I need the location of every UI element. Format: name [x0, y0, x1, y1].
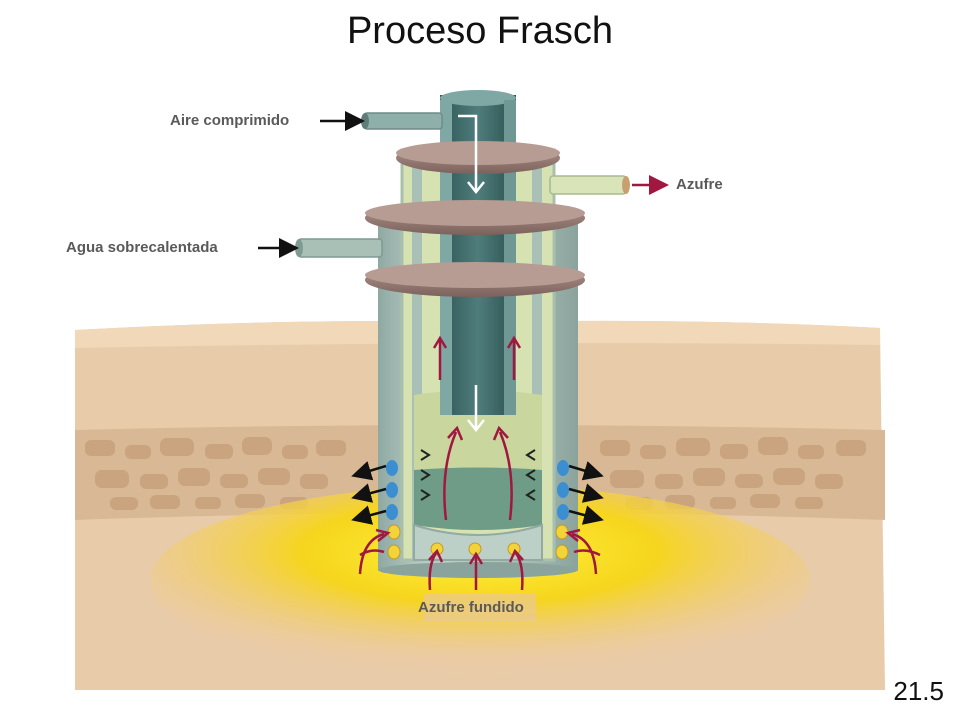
molten-sulfur-deposit: [150, 485, 810, 675]
sulfur-nozzles: [387, 524, 569, 560]
label-compressed-air: Aire comprimido: [170, 112, 290, 129]
sulfur-flow-arrows: [358, 335, 601, 591]
molten-label-backdrop: [424, 594, 536, 622]
inner-pipe: [440, 90, 516, 415]
flange-middle: [365, 200, 585, 235]
sulfur-outlet-pipe: [549, 175, 630, 195]
slide-number: 21.5: [893, 676, 944, 706]
air-inlet-pipe: [361, 112, 443, 130]
label-sulfur-out: Azufre: [676, 176, 723, 193]
flange-bottom: [365, 262, 585, 297]
water-chevrons: [420, 449, 536, 501]
flange-top: [396, 141, 560, 174]
label-superheated-water: Agua sobrecalentada: [66, 239, 218, 256]
water-nozzles: [386, 460, 569, 520]
pipe-interior-shadow: [414, 467, 542, 530]
diagram-title: Proceso Frasch: [346, 10, 614, 52]
water-inlet-pipe: [295, 238, 383, 258]
air-flow-arrows: [458, 114, 485, 433]
label-molten-sulfur: Azufre fundido: [418, 599, 524, 616]
water-flow-arrows: [351, 461, 604, 525]
